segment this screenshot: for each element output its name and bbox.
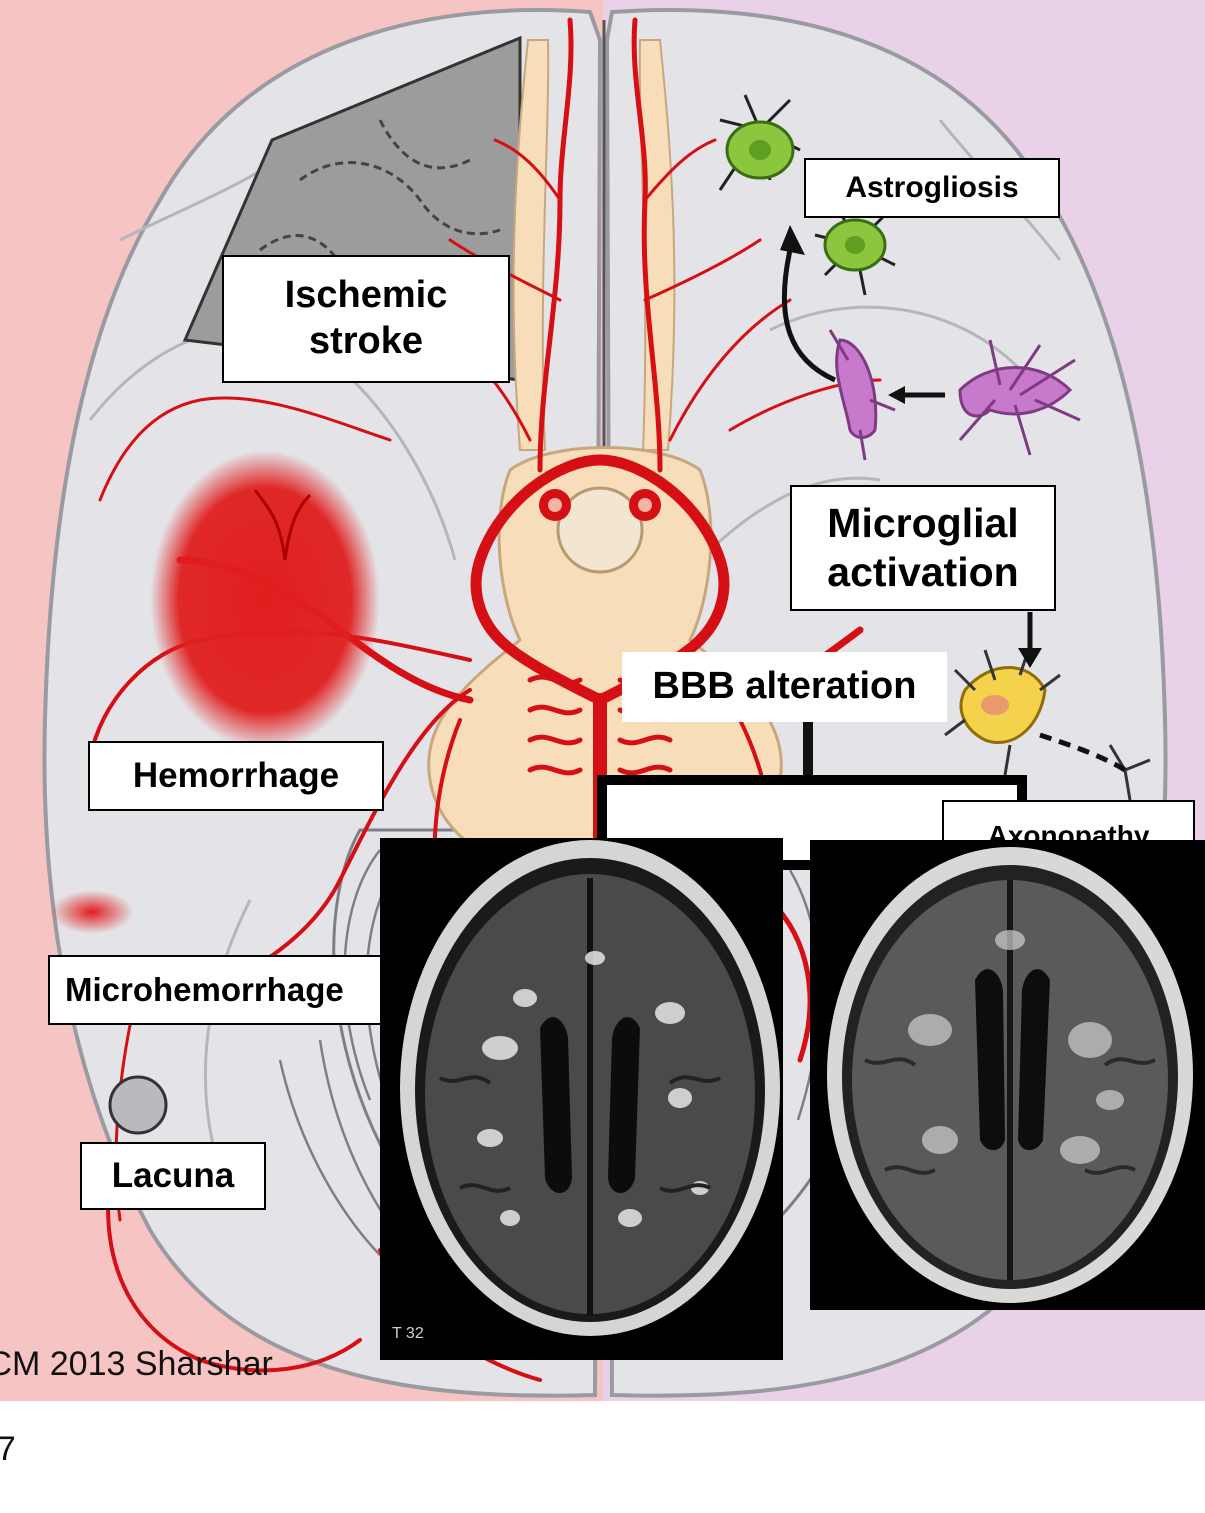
citation-text: ICM 2013 Sharshar 17 [0,1300,273,1513]
microhemorrhage-blob [50,890,134,934]
microglial-activation-label: Microglial activation [790,485,1056,611]
microhemorrhage-label: Microhemorrhage [48,955,388,1025]
bbb-alteration-label: BBB alteration [622,652,947,722]
hemorrhage-blob [150,450,380,750]
mri-scan-right [810,840,1205,1310]
scan-caption: T 32 [392,1325,424,1342]
lacuna-circle [110,1077,166,1133]
mri-scan-left-image: T 32 [380,838,783,1360]
citation-line2: 17 [0,1428,273,1471]
ischemic-stroke-label: Ischemic stroke [222,255,510,383]
hemorrhage-label: Hemorrhage [88,741,384,811]
mri-scan-left: T 32 [380,838,783,1360]
citation-line1: ICM 2013 Sharshar [0,1343,273,1386]
astrogliosis-label: Astrogliosis [804,158,1060,218]
mri-scan-right-image [810,840,1205,1310]
lacuna-label: Lacuna [80,1142,266,1210]
